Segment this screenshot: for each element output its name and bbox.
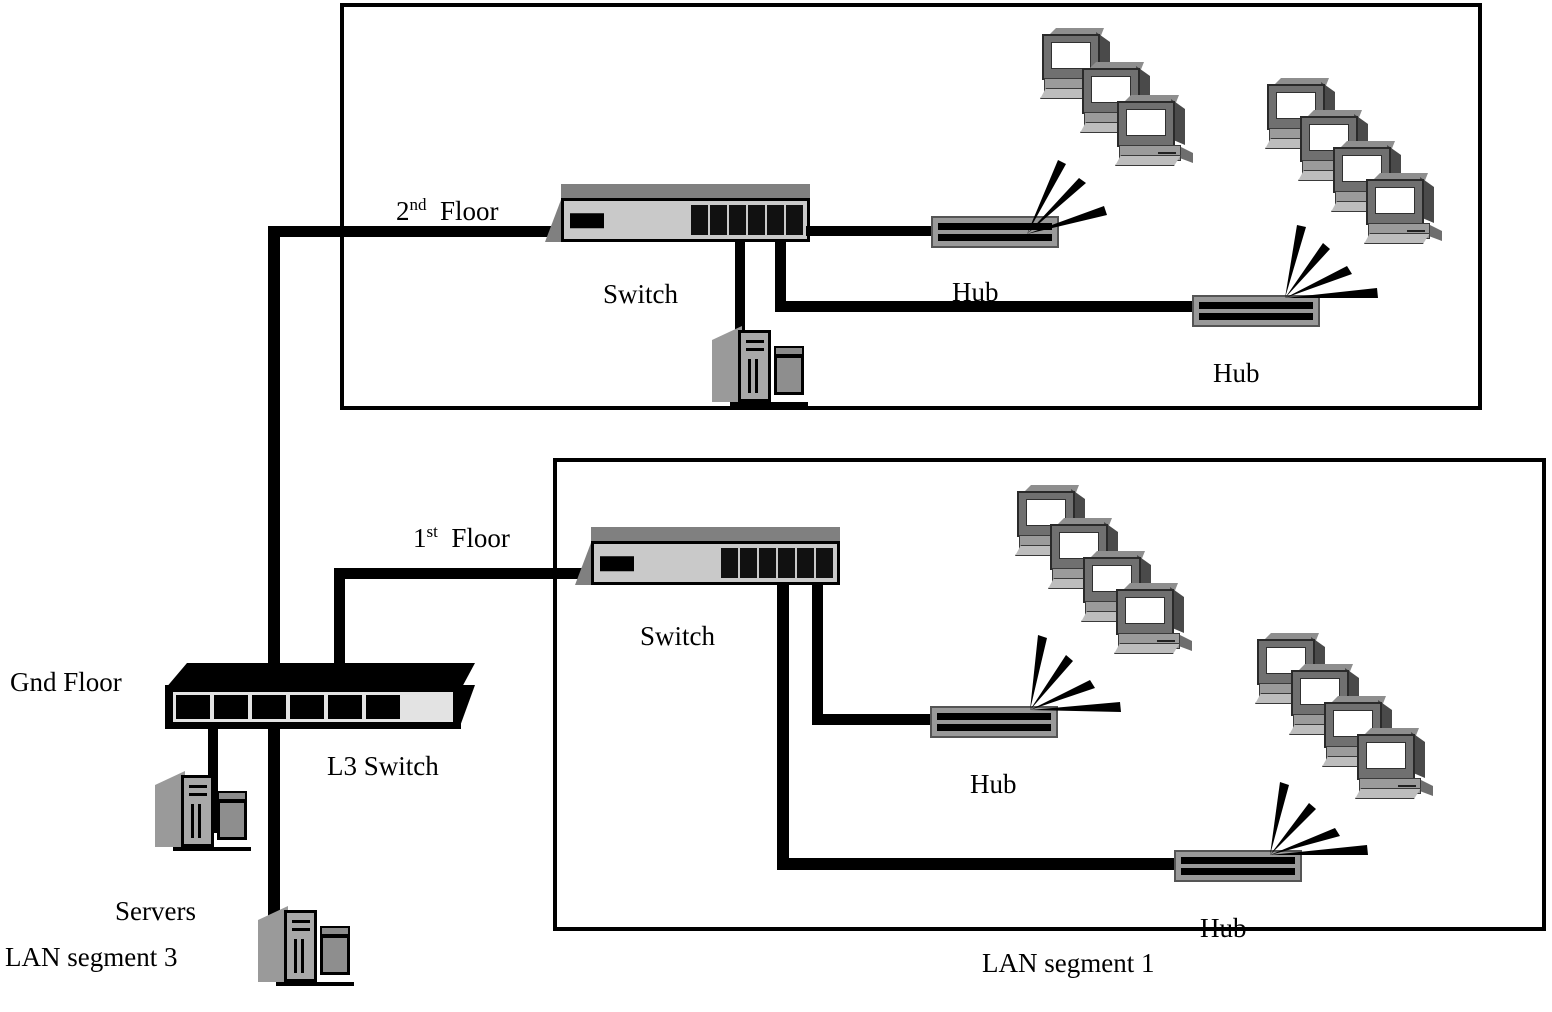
switch-floor2-top-face (561, 184, 810, 200)
server-gnd-a[interactable] (155, 765, 251, 851)
label-hub-f1-lower: Hub (1200, 913, 1247, 943)
fan-hub-f1-upper (1030, 635, 1121, 712)
label-hub-f2-right: Hub (1213, 358, 1260, 388)
switch-floor2-ports (691, 205, 803, 235)
wire-f1-switch-to-hub-lower-horizontal (777, 858, 1182, 870)
server-gnd-a-tower-side (155, 771, 185, 847)
l3-switch-chassis (165, 685, 461, 729)
switch-floor2-front-panel (561, 198, 810, 242)
label-1st-floor: 1st Floor (413, 523, 510, 552)
server-floor2-unit (774, 355, 804, 395)
hub-f2-left[interactable] (931, 216, 1059, 248)
label-switch-floor2: Switch (603, 279, 679, 309)
fan-hub-f2-right (1285, 225, 1378, 298)
server-gnd-b[interactable] (258, 900, 354, 986)
server-gnd-b-tower-side (258, 906, 288, 982)
label-1st-floor-sup: st (426, 522, 438, 541)
switch-floor1-uplink-port (600, 556, 634, 572)
pc-f1-upper-4[interactable] (1114, 583, 1206, 661)
hub-f2-right[interactable] (1192, 295, 1320, 327)
switch-floor1-top-face (591, 527, 840, 543)
wire-f1-switch-to-hub-lower-vertical (777, 583, 789, 866)
wire-trunk-floor1-vertical (334, 568, 345, 678)
server-floor2-tower (738, 330, 771, 402)
hub-f1-lower[interactable] (1174, 850, 1302, 882)
hub-f1-upper[interactable] (930, 706, 1058, 738)
lan-segment-1-box (553, 458, 1546, 931)
label-2nd-floor: 2nd Floor (396, 196, 499, 225)
server-floor2[interactable] (712, 320, 808, 406)
pc-f1-lower-4[interactable] (1355, 728, 1447, 806)
server-gnd-b-unit (320, 935, 350, 975)
wire-trunk-floor2-vertical (268, 228, 280, 678)
fan-hub-f2-left (1027, 160, 1107, 234)
wire-f1-switch-to-hub-upper-vertical (812, 583, 823, 718)
label-1st-floor-word: Floor (451, 523, 510, 553)
server-gnd-b-tower (284, 910, 317, 982)
label-lan-segment-1: LAN segment 1 (982, 948, 1155, 978)
switch-floor1-ports (721, 548, 833, 578)
wire-f2-switch-to-hub-left (806, 226, 936, 236)
l3-switch[interactable] (165, 663, 475, 729)
wire-l3-to-server-b (268, 728, 280, 918)
label-1st-floor-num: 1 (413, 523, 427, 553)
switch-floor1[interactable] (575, 527, 840, 585)
server-floor2-tower-side (712, 326, 742, 402)
label-2nd-floor-sup: nd (409, 195, 427, 214)
wire-f1-switch-to-hub-upper-horizontal (812, 714, 937, 725)
pc-f1-lower-3[interactable] (1322, 696, 1414, 774)
label-gnd-floor: Gnd Floor (10, 667, 122, 697)
l3-switch-ports (176, 695, 400, 719)
server-gnd-a-unit (217, 800, 247, 840)
label-l3-switch: L3 Switch (327, 751, 439, 781)
switch-floor1-front-panel (591, 541, 840, 585)
label-servers: Servers (115, 896, 196, 926)
wire-f2-switch-to-hub-right-vertical (775, 240, 786, 312)
pc-f2-left-3[interactable] (1115, 95, 1207, 173)
pc-f1-lower-1[interactable] (1255, 633, 1347, 711)
wire-f2-switch-to-server (735, 240, 745, 350)
wire-trunk-floor1-horizontal (334, 568, 626, 579)
switch-floor2-uplink-port (570, 213, 604, 229)
server-gnd-a-base (173, 847, 251, 851)
l3-switch-right-face (459, 685, 475, 729)
label-2nd-floor-num: 2 (396, 196, 410, 226)
label-hub-f2-left: Hub (952, 277, 999, 307)
l3-switch-front-panel (173, 692, 453, 722)
lan-segment-2-box (340, 3, 1482, 410)
server-floor2-base (730, 402, 808, 406)
l3-switch-top-face (165, 663, 475, 689)
server-gnd-b-base (276, 982, 354, 986)
server-gnd-a-tower (181, 775, 214, 847)
wire-f2-switch-to-hub-right-horizontal (775, 301, 1195, 312)
label-switch-floor1: Switch (640, 621, 716, 651)
pc-f2-right-4[interactable] (1364, 173, 1456, 251)
fan-hub-f1-lower (1270, 782, 1368, 855)
label-hub-f1-upper: Hub (970, 769, 1017, 799)
switch-floor2[interactable] (545, 184, 810, 242)
label-lan-segment-3: LAN segment 3 (5, 942, 178, 972)
wire-trunk-floor2-horizontal (268, 226, 588, 237)
label-2nd-floor-word: Floor (440, 196, 499, 226)
